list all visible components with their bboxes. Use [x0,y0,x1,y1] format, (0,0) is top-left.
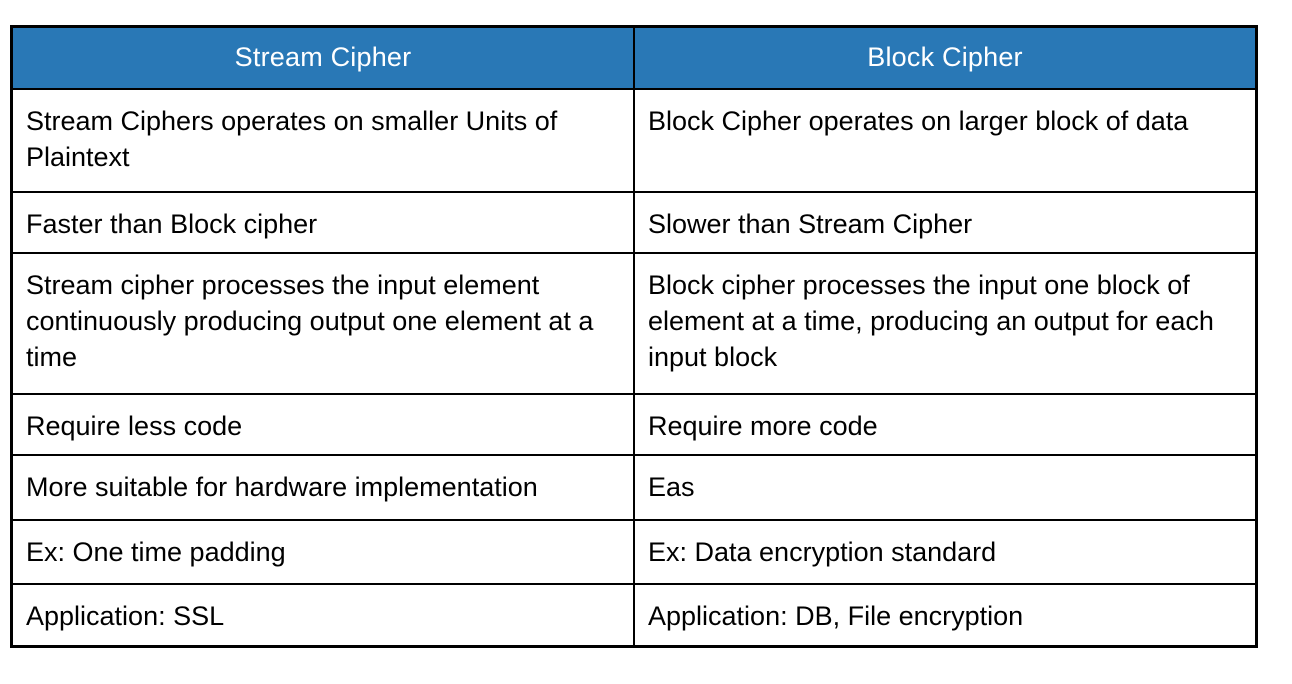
table-row: Stream cipher processes the input elemen… [10,251,1258,395]
table-cell-stream: Stream Ciphers operates on smaller Units… [10,87,635,193]
table-row: Require less code Require more code [10,392,1258,456]
table-body: Stream Ciphers operates on smaller Units… [10,87,1258,648]
table-cell-stream: Faster than Block cipher [10,190,635,254]
table-cell-stream: Application: SSL [10,582,635,648]
table-header: Stream Cipher Block Cipher [10,25,1258,90]
header-row: Stream Cipher Block Cipher [10,25,1258,90]
table-row: Application: SSL Application: DB, File e… [10,582,1258,648]
table-cell-block: Slower than Stream Cipher [633,190,1258,254]
table-cell-block: Block Cipher operates on larger block of… [633,87,1258,193]
column-header-stream-cipher: Stream Cipher [10,25,635,90]
table-cell-stream: Ex: One time padding [10,518,635,585]
table-cell-stream: Stream cipher processes the input elemen… [10,251,635,395]
table-cell-block: Block cipher processes the input one blo… [633,251,1258,395]
table-row: Stream Ciphers operates on smaller Units… [10,87,1258,193]
cipher-comparison-table: Stream Cipher Block Cipher Stream Cipher… [10,25,1258,648]
table-cell-block: Eas [633,453,1258,521]
table-cell-block: Application: DB, File encryption [633,582,1258,648]
table-row: Ex: One time padding Ex: Data encryption… [10,518,1258,585]
table-cell-stream: Require less code [10,392,635,456]
table-row: More suitable for hardware implementatio… [10,453,1258,521]
table-cell-block: Require more code [633,392,1258,456]
table-cell-block: Ex: Data encryption standard [633,518,1258,585]
table-row: Faster than Block cipher Slower than Str… [10,190,1258,254]
table-cell-stream: More suitable for hardware implementatio… [10,453,635,521]
column-header-block-cipher: Block Cipher [633,25,1258,90]
